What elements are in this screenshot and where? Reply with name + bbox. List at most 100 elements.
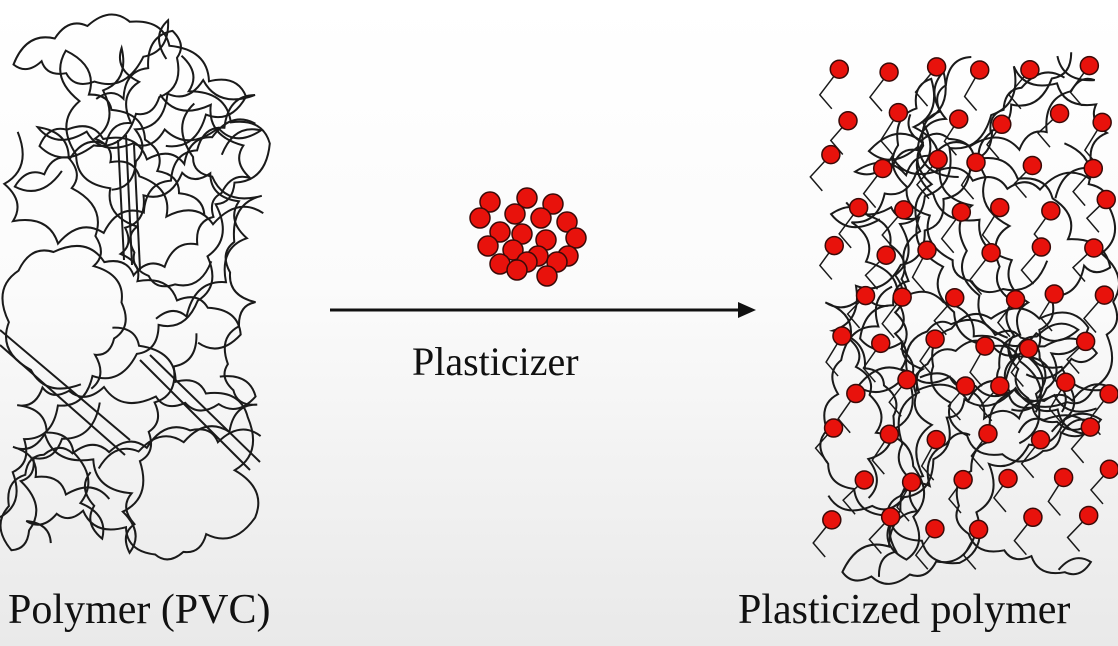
polymer-chain [930,307,1103,463]
plasticizer-molecule [1084,238,1104,258]
plasticizer-label: Plasticizer [412,339,579,384]
plasticizer-molecule [879,424,900,445]
plasticizer-molecule [966,152,986,173]
plasticizer-molecule [1030,430,1051,450]
plasticized-polymer-label: Plasticized polymer [738,587,1071,633]
plasticizer-molecule [925,519,945,539]
plasticizer-molecule [821,144,841,165]
plasticizer-molecule [565,227,587,249]
plasticizer-tail [881,296,903,339]
plasticizer-tail [812,519,833,558]
plasticizer-tail [914,528,936,570]
polymer-chain [13,44,264,226]
plasticizer-tail [933,297,956,336]
plasticizer-tail [825,335,843,377]
reaction-arrow [330,302,756,318]
plasticizer-molecule [888,102,909,123]
plasticizer-tail [916,158,939,200]
plasticizer-molecule [822,510,842,530]
crystalline-segment [117,139,125,261]
polymer-chain [955,322,1093,576]
plasticizer-molecule [502,239,524,261]
polymer-chain [891,77,1092,294]
plasticizer-tail [838,207,860,249]
polymer-chain [845,201,1115,421]
plasticizer-molecule [1018,338,1039,359]
plasticizer-tail [1072,167,1094,207]
plasticizer-tail [837,393,857,434]
plasticizer-tail [1010,348,1030,387]
plasticizer-tail [881,209,905,250]
plasticizer-molecule [855,285,876,306]
plasticizer-molecule [951,202,972,222]
plasticizer-molecule [953,469,973,490]
plasticizer-molecule [838,110,858,131]
plasticizer-molecule [556,211,578,233]
plasticizer-molecule [469,207,491,229]
crystalline-segment [0,329,131,441]
plasticizer-molecule [854,470,875,490]
plasticizer-molecule [504,203,526,225]
plasticizer-molecule [981,242,1001,263]
plasticizer-molecules-dispersed [809,55,1118,570]
plasticizer-molecule [998,468,1018,489]
plasticizer-molecule [823,418,844,438]
polymer-chain [867,132,1112,399]
plasticizer-tail [842,479,865,515]
plasticizer-tail [920,439,937,481]
polymer-chain [2,78,256,246]
plasticizer-tail [809,154,832,192]
plasticizer-tail [914,66,938,107]
plasticizer-molecule [879,62,899,82]
crystalline-segment [133,144,141,271]
plasticizer-tail [1013,516,1034,556]
plasticizer-molecule [897,370,917,390]
polymer-chain [35,125,264,390]
plasticizer-molecule [1094,285,1115,305]
plasticizer-molecule [1092,112,1112,133]
plasticizer-molecule [1078,505,1099,526]
plasticizer-tail [968,252,992,295]
plasticizer-molecule [1099,459,1118,480]
plasticizer-tail [911,249,928,292]
plasticizer-molecule [992,114,1012,135]
plasticizer-molecule [1044,284,1065,304]
polymer-label: Polymer (PVC) [8,587,271,633]
crystalline-segment [0,344,126,456]
plasticizer-molecule [1049,103,1070,124]
plasticizer-molecule [1005,289,1026,310]
plasticizer-tail [1069,65,1090,107]
polymer-chain [25,326,260,561]
plasticizer-molecule [1099,384,1118,404]
polymer-chain [118,171,249,350]
plasticizer-molecule [872,158,893,179]
plasticizer-molecule [990,376,1010,396]
plasticizer-molecule [926,57,947,77]
plasticizer-molecule [489,221,511,243]
plasticizer-molecule [990,197,1010,218]
plasticizer-molecule [969,60,990,80]
plasticizer-molecule [832,326,852,346]
polymer-chain [827,142,1118,512]
plasticizer-molecule [901,472,922,492]
plasticizer-molecule [1022,155,1043,176]
plasticizer-tail [940,211,962,254]
polymer-chain [915,56,1095,433]
polymer-chain [828,52,1073,499]
polymer-chain [852,55,1096,339]
polymer-chain [17,375,257,541]
plasticizer-tail [818,68,840,110]
plasticizer-molecule [1023,507,1043,528]
plasticizer-molecule [848,197,869,218]
plasticizer-tail [1020,246,1042,285]
polymer-chain [38,29,256,167]
plasticizer-molecule [928,149,948,170]
plasticizer-molecule [542,193,564,215]
plasticizer-molecule [1079,55,1100,76]
polymer-chain [0,402,262,552]
plasticizer-tail [969,345,986,387]
plasticizer-molecule [926,429,946,450]
polymer-chain [841,339,1042,585]
plasticizer-molecule [1083,158,1104,179]
